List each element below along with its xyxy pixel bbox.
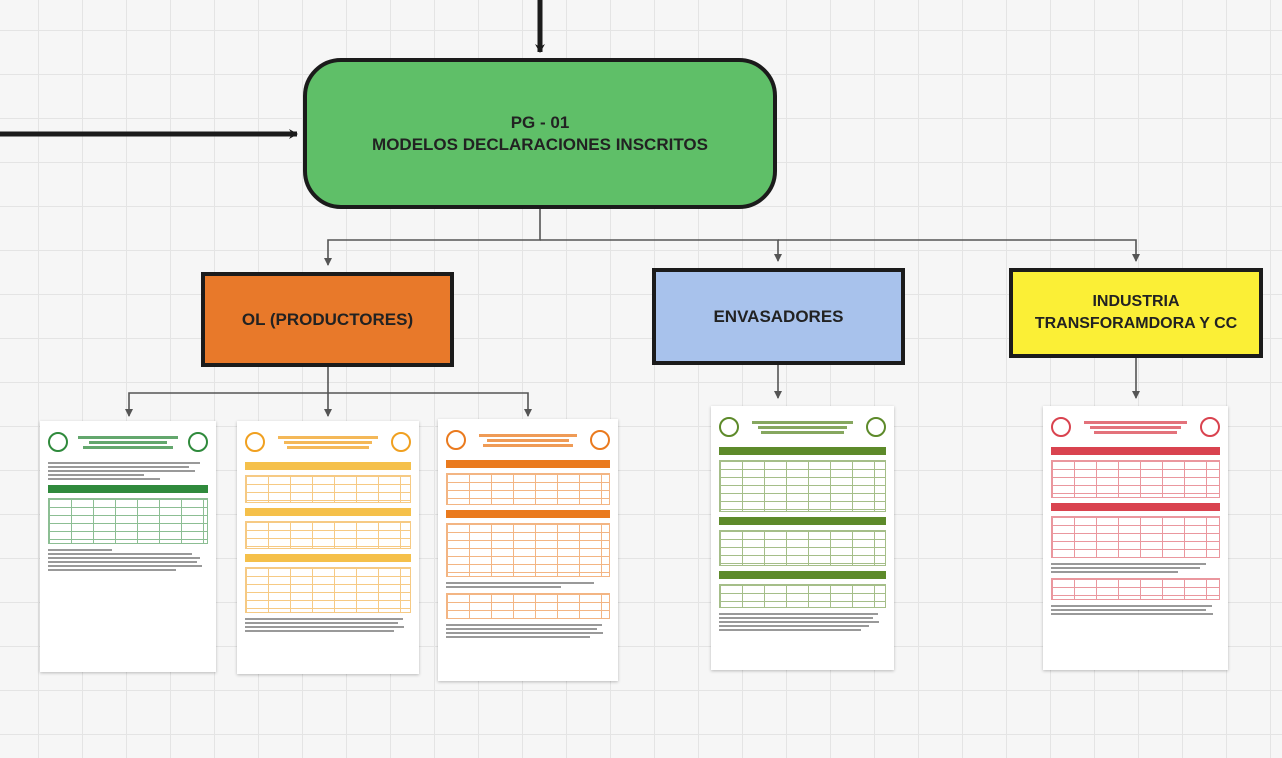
document-section-bar [1051,503,1220,511]
document-section-bar [446,510,610,518]
document-header [1051,412,1220,442]
document-header [245,427,411,457]
document-section-bar [719,571,886,579]
document-section-bar [245,508,411,516]
document-text-block [719,613,886,631]
document-section-bar [48,485,208,493]
document-text-block [245,618,411,632]
document-header [719,412,886,442]
document-table [245,521,411,549]
document-thumbnail-industria[interactable] [1043,406,1228,670]
seal-icon [446,430,466,450]
seal-icon [1200,417,1220,437]
document-table [245,475,411,503]
document-table [719,530,886,566]
document-table [1051,516,1220,558]
document-section-bar [719,517,886,525]
seal-icon [866,417,886,437]
ol-to-documents-connector [125,367,532,417]
root-to-categories-connector [324,209,1140,266]
seal-icon [719,417,739,437]
document-table [719,584,886,608]
document-section-bar [1051,447,1220,455]
document-table [1051,578,1220,600]
document-table [446,473,610,505]
document-text-block [48,462,208,480]
document-table [446,523,610,577]
seal-icon [48,432,68,452]
category-label: OL (PRODUCTORES) [241,309,414,329]
document-table [1051,460,1220,498]
document-table [48,498,208,544]
document-table [245,567,411,613]
document-thumbnail-ol-1[interactable] [40,421,216,672]
document-section-bar [245,462,411,470]
document-header [446,425,610,455]
document-thumbnail-envasadores[interactable] [711,406,894,670]
document-text-block [1051,563,1220,573]
seal-icon [188,432,208,452]
seal-icon [1051,417,1071,437]
root-node-title: MODELOS DECLARACIONES INSCRITOS [372,134,708,154]
seal-icon [245,432,265,452]
document-text-block [446,624,610,638]
seal-icon [391,432,411,452]
document-section-bar [719,447,886,455]
document-text-block [1051,605,1220,615]
category-node-industria[interactable]: INDUSTRIA TRANSFORAMDORA Y CC [1009,268,1263,358]
category-node-ol-productores[interactable]: OL (PRODUCTORES) [201,272,454,367]
document-section-bar [245,554,411,562]
root-node-code: PG - 01 [510,112,570,132]
category-label: ENVASADORES [713,306,844,326]
document-section-bar [446,460,610,468]
document-table [719,460,886,512]
category-label-line1: INDUSTRIA [1092,293,1180,310]
category-label-line2: TRANSFORAMDORA Y CC [1034,315,1238,332]
document-table [446,593,610,619]
category-node-envasadores[interactable]: ENVASADORES [652,268,905,365]
root-node-pg01[interactable]: PG - 01 MODELOS DECLARACIONES INSCRITOS [303,58,777,209]
document-text-block [48,549,208,571]
document-thumbnail-ol-2[interactable] [237,421,419,674]
seal-icon [590,430,610,450]
document-header [48,427,208,457]
document-thumbnail-ol-3[interactable] [438,419,618,681]
document-text-block [446,582,610,588]
